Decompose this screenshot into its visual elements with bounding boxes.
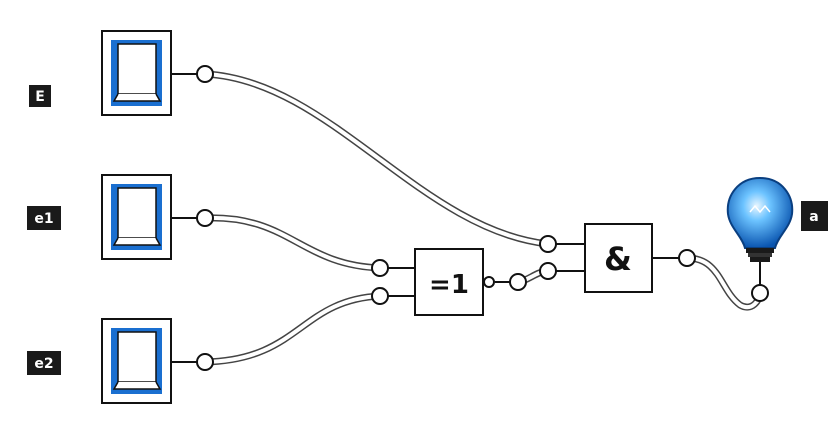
xnor-gate-symbol: =1 [429, 270, 469, 300]
wires [201, 70, 764, 366]
negation-bubble [483, 276, 495, 288]
switch-e1[interactable] [101, 174, 172, 260]
connectors [196, 65, 769, 371]
lamp-icon [726, 176, 794, 262]
input-label-E: E [29, 85, 51, 107]
connector-lamp-in [751, 284, 769, 302]
input-label-e2-text: e2 [34, 356, 53, 372]
wire-e1-to-xnor [201, 214, 384, 272]
input-label-e1: e1 [27, 206, 61, 230]
output-label-a-text: a [809, 209, 818, 225]
connector-and-in-2 [539, 262, 557, 280]
input-label-E-text: E [35, 89, 45, 105]
input-label-e1-text: e1 [34, 211, 53, 227]
and-gate[interactable]: & [584, 223, 653, 293]
wire-and-to-lamp [683, 254, 764, 311]
wire-e2-to-xnor [201, 292, 384, 366]
wire-e-to-and [201, 70, 552, 248]
and-gate-symbol: & [604, 240, 632, 278]
connector-xnor-in-1 [371, 259, 389, 277]
connector-xnor-in-2 [371, 287, 389, 305]
connector-xnor-out [509, 273, 527, 291]
input-label-e2: e2 [27, 351, 61, 375]
stubs [172, 73, 761, 363]
connector-and-in-1 [539, 235, 557, 253]
switch-E[interactable] [101, 30, 172, 116]
connector-and-out [678, 249, 696, 267]
output-label-a: a [801, 201, 828, 231]
connector-e1-out [196, 209, 214, 227]
switch-e2[interactable] [101, 318, 172, 404]
xnor-gate[interactable]: =1 [414, 248, 495, 316]
connector-e2-out [196, 353, 214, 371]
connector-E-out [196, 65, 214, 83]
